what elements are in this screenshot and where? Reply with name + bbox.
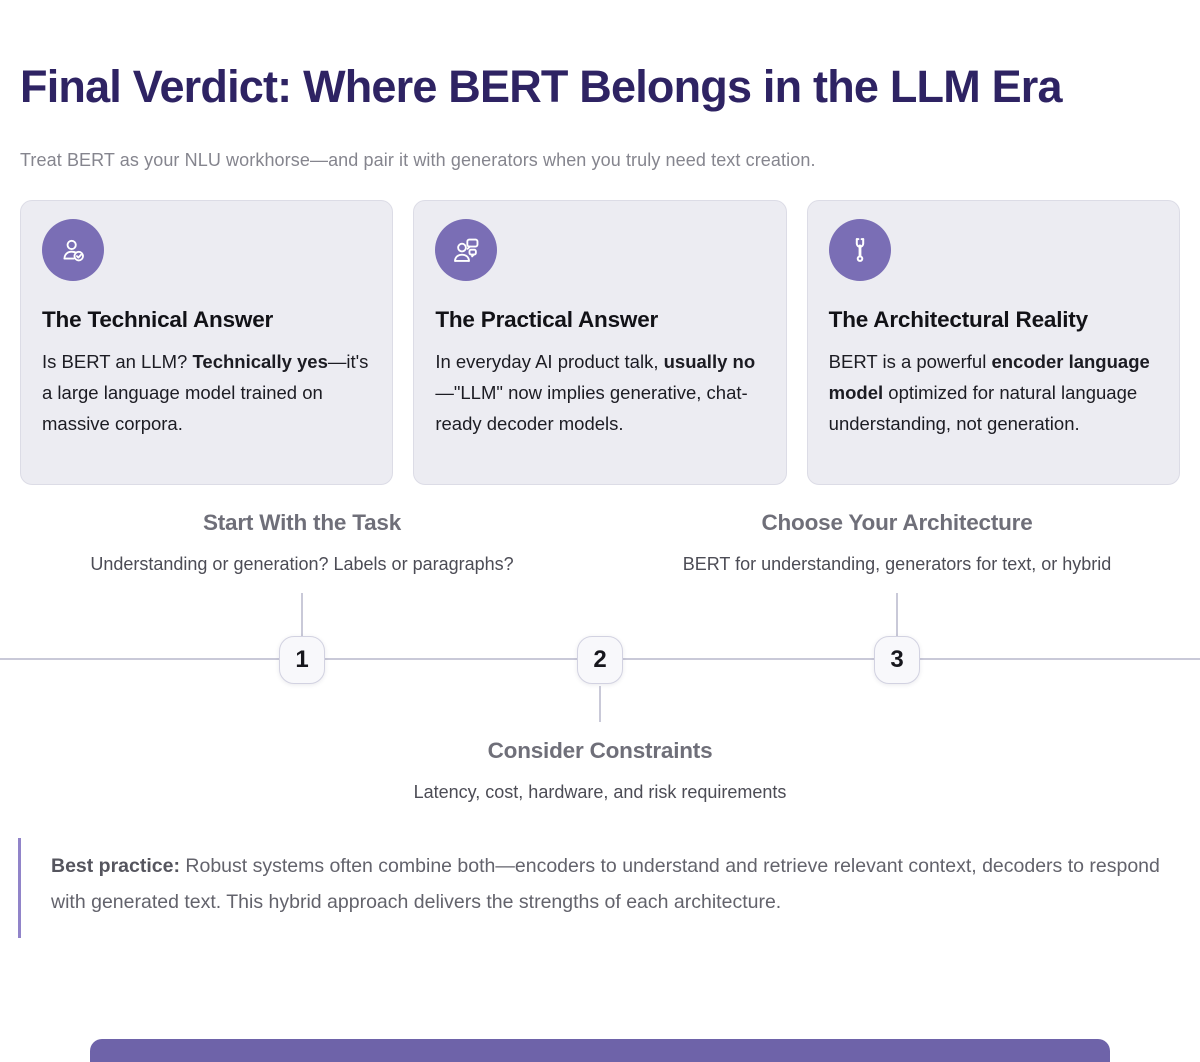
wrench-icon xyxy=(844,234,876,266)
timeline-node-3: 3 xyxy=(874,636,920,685)
timeline-step-1-description: Understanding or generation? Labels or p… xyxy=(90,554,514,575)
card-icon-badge xyxy=(435,219,498,282)
timeline-node-2: 2 xyxy=(577,636,623,685)
timeline-connector-1 xyxy=(301,593,303,637)
timeline-step-3-title: Choose Your Architecture xyxy=(761,510,1033,536)
timeline-connector-2 xyxy=(599,686,601,723)
page-title: Final Verdict: Where BERT Belongs in the… xyxy=(20,61,1063,112)
card-technical-answer: The Technical Answer Is BERT an LLM? Tec… xyxy=(20,200,394,486)
timeline-step-3-description: BERT for understanding, generators for t… xyxy=(682,554,1112,575)
card-title: The Practical Answer xyxy=(435,307,659,333)
card-practical-answer: The Practical Answer In everyday AI prod… xyxy=(413,200,787,486)
page-subtitle: Treat BERT as your NLU workhorse—and pai… xyxy=(20,150,816,171)
card-body: In everyday AI product talk, usually no—… xyxy=(435,351,756,435)
user-check-icon xyxy=(57,234,89,266)
callout-text: Best practice: Robust systems often comb… xyxy=(51,855,1160,914)
timeline-step-1-title: Start With the Task xyxy=(202,510,402,536)
card-body: BERT is a powerful encoder language mode… xyxy=(828,351,1150,435)
card-body: Is BERT an LLM? Technically yes—it's a l… xyxy=(42,351,369,435)
summary-cards: The Technical Answer Is BERT an LLM? Tec… xyxy=(20,200,1180,486)
next-section-peek-bar xyxy=(90,1039,1110,1062)
users-chat-icon xyxy=(450,234,482,266)
card-icon-badge xyxy=(828,219,891,282)
card-title: The Architectural Reality xyxy=(828,307,1088,333)
timeline-node-1: 1 xyxy=(279,636,325,685)
card-title: The Technical Answer xyxy=(42,307,274,333)
page-header: Final Verdict: Where BERT Belongs in the… xyxy=(0,61,1200,171)
card-icon-badge xyxy=(42,219,104,282)
card-architectural-reality: The Architectural Reality BERT is a powe… xyxy=(806,200,1180,486)
timeline-step-2-title: Consider Constraints xyxy=(487,738,713,764)
timeline-connector-3 xyxy=(896,593,898,637)
timeline-step-2-description: Latency, cost, hardware, and risk requir… xyxy=(413,782,787,803)
best-practice-callout: Best practice: Robust systems often comb… xyxy=(18,838,1180,939)
decision-timeline: Start With the Task Understanding or gen… xyxy=(0,498,1200,808)
